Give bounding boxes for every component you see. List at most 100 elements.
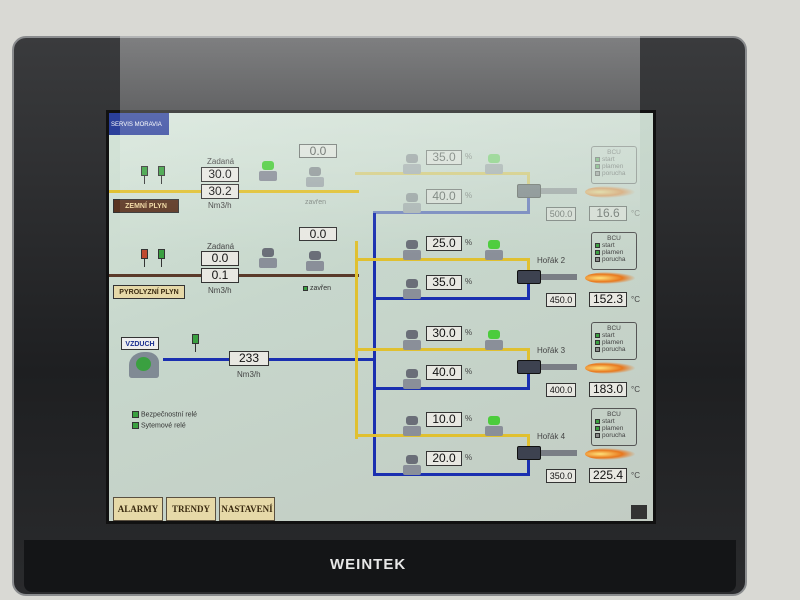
- burner-gas-pipe-drop: [527, 434, 530, 446]
- pyro-indicator-2: [158, 249, 165, 267]
- air-flow-value: 233: [229, 351, 269, 366]
- gas-percent-field[interactable]: 30.0: [426, 326, 462, 341]
- air-valve-icon[interactable]: [403, 279, 421, 301]
- gas-control-valve-icon[interactable]: [306, 167, 324, 189]
- bcu-fault-indicator: [595, 346, 600, 352]
- burner-air-pipe-rise: [527, 198, 530, 214]
- bcu-start-indicator: [595, 242, 600, 248]
- temperature-value: 152.3: [589, 292, 627, 307]
- pyro-control-valve-icon[interactable]: [306, 251, 324, 273]
- gas-percent-unit: %: [465, 152, 473, 161]
- air-percent-field[interactable]: 40.0: [426, 365, 462, 380]
- relay-system: Sytemové relé: [132, 422, 186, 429]
- air-percent-unit: %: [465, 191, 473, 200]
- bcu-start-label: start: [602, 156, 615, 163]
- burner-icon: [517, 360, 577, 374]
- gas-shutoff-valve-icon[interactable]: [485, 330, 503, 352]
- settings-button[interactable]: NASTAVENÍ: [219, 497, 275, 521]
- bcu-start-label: start: [602, 242, 615, 249]
- bcu-title: BCU: [607, 149, 621, 156]
- hmi-screen: SERVIS MORAVIA Zadaná 30.0 30.2 Nm3/h ZE…: [106, 110, 656, 524]
- gas-percent-unit: %: [465, 414, 473, 423]
- burner-air-pipe: [373, 297, 529, 300]
- air-percent-unit: %: [465, 367, 473, 376]
- gas-setpoint-field[interactable]: 30.0: [201, 167, 239, 182]
- bcu-flame-indicator: [595, 339, 600, 345]
- air-valve-icon[interactable]: [403, 455, 421, 477]
- gas-shutoff-valve-icon[interactable]: [485, 240, 503, 262]
- relay-safety-indicator: [132, 411, 139, 418]
- natural-gas-button[interactable]: ZEMNÍ PLYN: [113, 199, 179, 213]
- burner-air-pipe: [373, 211, 529, 214]
- air-header-pipe: [373, 213, 376, 475]
- gas-shutoff-valve-icon[interactable]: [485, 416, 503, 438]
- alarms-button[interactable]: ALARMY: [113, 497, 163, 521]
- air-label: VZDUCH: [121, 337, 159, 350]
- burner-icon: [517, 446, 577, 460]
- bcu-title: BCU: [607, 235, 621, 242]
- bcu-start-row: start: [595, 242, 633, 249]
- pyro-unit: Nm3/h: [208, 286, 232, 295]
- gas-valve-icon[interactable]: [403, 416, 421, 438]
- temperature-value: 183.0: [589, 382, 627, 397]
- gas-indicator-2: [158, 166, 165, 184]
- bcu-flame-label: plamen: [602, 425, 624, 432]
- fan-icon: [129, 352, 159, 378]
- company-logo: SERVIS MORAVIA: [109, 113, 169, 135]
- air-valve-icon[interactable]: [403, 193, 421, 215]
- relay-system-indicator: [132, 422, 139, 429]
- flame-icon: [585, 272, 635, 284]
- temperature-setpoint[interactable]: 350.0: [546, 469, 576, 483]
- gas-percent-field[interactable]: 10.0: [426, 412, 462, 427]
- gas-percent-field[interactable]: 35.0: [426, 150, 462, 165]
- relay-safety: Bezpečnostní relé: [132, 411, 197, 418]
- screen-corner-icon[interactable]: [631, 505, 647, 519]
- burner-name: Hořák 4: [537, 432, 566, 441]
- bcu-start-indicator: [595, 332, 600, 338]
- pyro-setpoint-field[interactable]: 0.0: [201, 251, 239, 266]
- air-percent-unit: %: [465, 453, 473, 462]
- temperature-setpoint[interactable]: 500.0: [546, 207, 576, 221]
- temperature-value: 225.4: [589, 468, 627, 483]
- gas-valve-icon[interactable]: [403, 154, 421, 176]
- air-percent-field[interactable]: 20.0: [426, 451, 462, 466]
- air-percent-field[interactable]: 35.0: [426, 275, 462, 290]
- bcu-fault-label: porucha: [602, 346, 626, 353]
- burner-gas-pipe-drop: [527, 348, 530, 360]
- bcu-fault-indicator: [595, 432, 600, 438]
- pyro-solenoid-valve-icon[interactable]: [259, 248, 277, 270]
- gas-percent-unit: %: [465, 328, 473, 337]
- gas-solenoid-valve-icon[interactable]: [259, 161, 277, 183]
- gas-shutoff-valve-icon[interactable]: [485, 154, 503, 176]
- pyrolysis-gas-button[interactable]: PYROLYZNÍ PLYN: [113, 285, 185, 299]
- gas-valve-icon[interactable]: [403, 240, 421, 262]
- bcu-fault-indicator: [595, 170, 600, 176]
- bcu-flame-row: plamen: [595, 425, 633, 432]
- gas-valve-icon[interactable]: [403, 330, 421, 352]
- pyro-actual-flow: 0.1: [201, 268, 239, 283]
- bcu-fault-label: porucha: [602, 170, 626, 177]
- burner-gas-pipe: [355, 258, 529, 261]
- air-percent-field[interactable]: 40.0: [426, 189, 462, 204]
- pyro-valve-state-text: zavřen: [310, 285, 332, 292]
- flame-icon: [585, 448, 635, 460]
- bcu-flame-indicator: [595, 163, 600, 169]
- gas-indicator-1: [141, 166, 148, 184]
- gas-percent-field[interactable]: 25.0: [426, 236, 462, 251]
- temperature-setpoint[interactable]: 450.0: [546, 293, 576, 307]
- temperature-value: 16.6: [589, 206, 627, 221]
- air-unit: Nm3/h: [237, 370, 261, 379]
- temperature-setpoint[interactable]: 400.0: [546, 383, 576, 397]
- air-valve-icon[interactable]: [403, 369, 421, 391]
- bcu-flame-row: plamen: [595, 249, 633, 256]
- trends-button[interactable]: TRENDY: [166, 497, 216, 521]
- gas-valve-position: 0.0: [299, 144, 337, 158]
- flame-icon: [585, 362, 635, 374]
- bcu-start-indicator: [595, 418, 600, 424]
- bcu-flame-row: plamen: [595, 339, 633, 346]
- bcu-fault-row: porucha: [595, 346, 633, 353]
